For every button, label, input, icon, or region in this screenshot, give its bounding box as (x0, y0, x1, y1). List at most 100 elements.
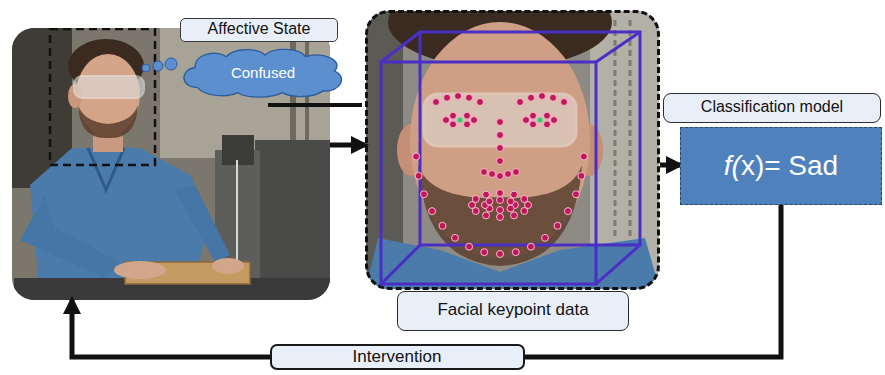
keypoint-dot (564, 208, 571, 215)
keypoint-dot (561, 99, 568, 106)
face-photo-part (418, 165, 582, 266)
keypoint-dot (542, 234, 549, 241)
keypoint-dot (450, 112, 457, 119)
pupil-dot (458, 118, 463, 123)
panel-label: Facial keypoint data (397, 291, 629, 331)
keypoint-dot (433, 99, 440, 106)
state-label: Affective State (180, 18, 338, 42)
flow-arrow (72, 205, 781, 357)
photo-panel: ConfusedAffective State (12, 28, 330, 300)
keypoint-dot (497, 214, 504, 221)
workshop-photo-part (212, 258, 244, 274)
thought-dots-part (142, 64, 150, 72)
keypoint-dot (420, 191, 427, 198)
workshop-photo-part (74, 76, 144, 98)
keypoint-dot (527, 243, 534, 250)
keypoint-dot (497, 207, 504, 214)
thought-cloud: Confused (175, 45, 350, 99)
keypoint-dot (472, 196, 479, 203)
keypoint-dot (580, 153, 587, 160)
keypoint-dot (443, 117, 450, 124)
keypoint-dot (497, 190, 504, 197)
workshop-photo-part (175, 185, 230, 262)
face-photo (366, 11, 659, 289)
keypoint-dot (497, 197, 504, 204)
keypoint-dot (489, 171, 496, 178)
keypoint-dot (512, 249, 519, 256)
thought-dots-part (153, 61, 163, 71)
keypoint-dot (530, 112, 537, 119)
keypoint-dot (507, 205, 514, 212)
keypoint-dot (444, 94, 451, 101)
cloud-outline (184, 49, 341, 97)
face-photo-part (366, 11, 659, 289)
keypoint-dot (497, 173, 504, 180)
keypoint-dot (513, 169, 520, 176)
face-photo-part (476, 197, 524, 213)
workshop-photo-part (78, 105, 138, 138)
workshop-photo-part (20, 195, 120, 278)
keypoint-dot (481, 169, 488, 176)
keypoint-dot (521, 196, 528, 203)
keypoint-panel: Facial keypoint data (365, 10, 660, 290)
workshop-photo-part (114, 261, 166, 279)
keypoint-dot (539, 93, 546, 100)
flow-arrow (330, 143, 365, 148)
keypoint-dot (413, 153, 420, 160)
keypoint-dot (486, 198, 493, 205)
keypoint-dot (578, 172, 585, 179)
keypoint-dot (507, 198, 514, 205)
keypoint-dot (466, 94, 473, 101)
keypoint-dot (497, 145, 504, 152)
keypoint-dot (464, 112, 471, 119)
keypoint-dot (451, 234, 458, 241)
keypoint-dot (483, 212, 490, 219)
workshop-photo-part (50, 29, 155, 165)
keypoint-dot (481, 249, 488, 256)
keypoint-dot (521, 208, 528, 215)
keypoint-dot (464, 121, 471, 128)
face-photo-part-part (381, 32, 640, 284)
face-photo-part (424, 94, 576, 146)
workshop-photo-part (255, 140, 330, 285)
keypoint-dot (483, 191, 490, 198)
thought-dots (142, 58, 177, 72)
model-output: f(x)= Sad (724, 150, 838, 182)
keypoint-dot (477, 99, 484, 106)
pointer-line (268, 103, 362, 107)
keypoint-dot (544, 121, 551, 128)
keypoint-dot (573, 191, 580, 198)
keypoint-dot (517, 99, 524, 106)
keypoint-dot (450, 121, 457, 128)
workshop-photo-part (88, 148, 124, 190)
keypoint-dot (505, 171, 512, 178)
keypoint-dot (550, 94, 557, 101)
keypoint-dot (415, 172, 422, 179)
model-label: Classification model (663, 93, 881, 123)
keypoint-dot (455, 93, 462, 100)
keypoint-dot (466, 243, 473, 250)
flow-arrow (660, 163, 680, 168)
keypoint-dot (530, 121, 537, 128)
keypoint-dot (523, 117, 530, 124)
thought-dots-part (165, 58, 177, 70)
keypoint-dot (439, 222, 446, 229)
keypoint-dot (497, 158, 504, 165)
workshop-photo-part (12, 28, 330, 300)
keypoint-dot (528, 94, 535, 101)
keypoint-dot (471, 117, 478, 124)
state-text: Confused (231, 64, 295, 81)
workshop-photo (12, 28, 330, 300)
edge-label: Intervention (270, 344, 525, 370)
pupil-dot (538, 118, 543, 123)
classifier-box: Classification modelf(x)= Sad (680, 127, 882, 205)
face-photo-part (381, 32, 640, 284)
keypoint-dot (497, 132, 504, 139)
keypoint-dot (511, 212, 518, 219)
keypoint-dot (497, 119, 504, 126)
face-photo-part-part (420, 32, 640, 245)
keypoint-dot (497, 251, 504, 258)
keypoint-dot (429, 208, 436, 215)
keypoint-dot (544, 112, 551, 119)
